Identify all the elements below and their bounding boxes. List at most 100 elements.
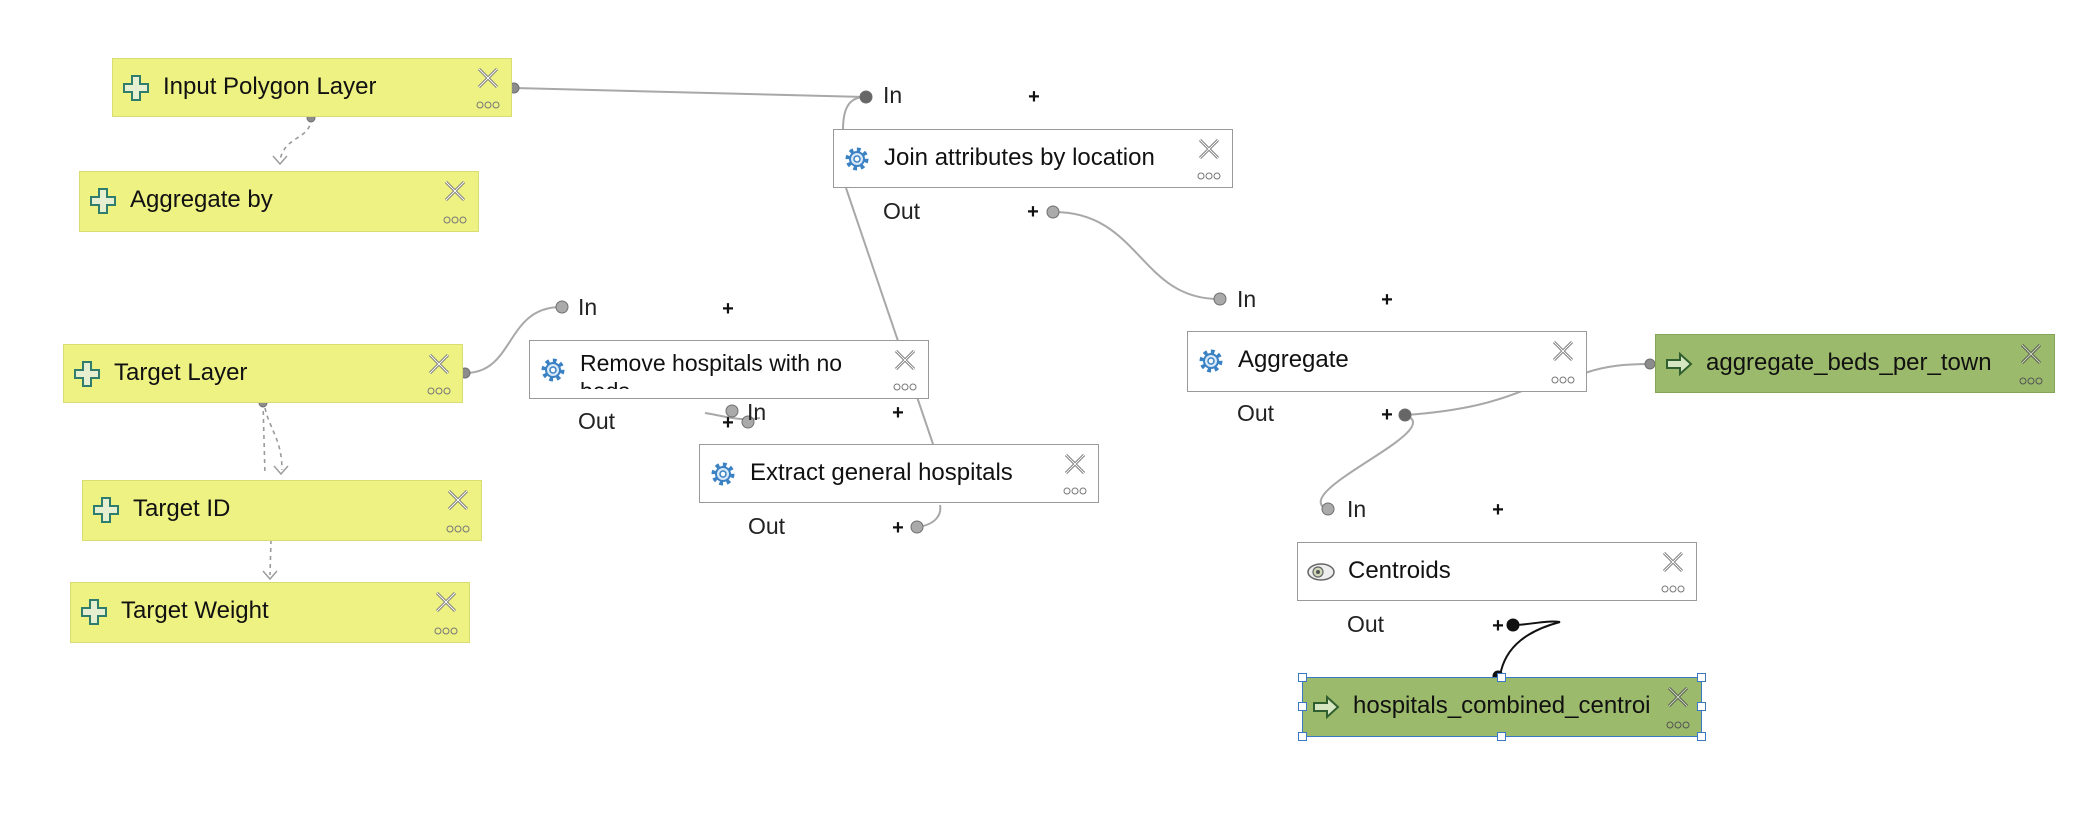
remove-in-add-button[interactable]: + (722, 298, 734, 320)
more-icon[interactable] (1062, 486, 1088, 496)
target-layer-node[interactable]: Target Layer (63, 344, 463, 403)
more-icon[interactable] (442, 215, 468, 225)
resize-handle-bottom-right[interactable] (1697, 732, 1706, 741)
input-polygon-layer-node[interactable]: Input Polygon Layer (112, 58, 512, 117)
target-id-node[interactable]: Target ID (82, 480, 482, 541)
join-attributes-node[interactable]: Join attributes by location (833, 129, 1233, 188)
dep-arrow-1 (272, 155, 288, 166)
close-icon[interactable] (442, 178, 468, 204)
resize-handle-top[interactable] (1497, 673, 1506, 682)
port-join-in (859, 90, 873, 104)
plus-cross-icon (123, 75, 149, 101)
more-icon[interactable] (892, 382, 918, 392)
link-aggregate-out-curve (1404, 389, 1526, 416)
resize-handle-left[interactable] (1298, 702, 1307, 711)
gear-icon (541, 358, 565, 382)
gear-icon (1199, 349, 1223, 373)
close-icon[interactable] (433, 589, 459, 615)
port-output-in (1644, 358, 1656, 370)
remove-hospitals-node[interactable]: Remove hospitals with no beds (529, 340, 929, 399)
port-centroids-in (1321, 502, 1335, 516)
close-icon[interactable] (445, 487, 471, 513)
centroids-in-add-button[interactable]: + (1492, 499, 1504, 521)
more-icon[interactable] (1660, 584, 1686, 594)
arrow-right-icon (1666, 351, 1693, 377)
dep-input-to-aggregate-by (279, 117, 312, 161)
close-icon[interactable] (892, 347, 918, 373)
port-remove-in (555, 300, 569, 314)
extract-in-add-button[interactable]: + (892, 402, 904, 424)
close-icon[interactable] (1665, 684, 1691, 710)
more-icon[interactable] (1665, 720, 1691, 730)
aggregate-node[interactable]: Aggregate (1187, 331, 1587, 392)
join-out-label: Out (883, 198, 921, 224)
aggregate-by-node[interactable]: Aggregate by (79, 171, 479, 232)
link-input-to-join (514, 87, 866, 98)
extract-general-hospitals-node[interactable]: Extract general hospitals (699, 444, 1099, 503)
resize-handle-right[interactable] (1697, 702, 1706, 711)
centroids-in-label: In (1347, 496, 1367, 522)
node-label: Target Layer (114, 359, 248, 386)
centroids-node[interactable]: Centroids (1297, 542, 1697, 601)
close-icon[interactable] (426, 351, 452, 377)
more-icon[interactable] (433, 626, 459, 636)
resize-handle-bottom-left[interactable] (1298, 732, 1307, 741)
node-label: Target ID (133, 495, 231, 522)
link-join-in-stub (842, 96, 866, 131)
port-join-out (1046, 205, 1060, 219)
close-icon[interactable] (1062, 451, 1088, 477)
plus-cross-icon (90, 188, 116, 214)
aggregate-in-label: In (1237, 286, 1257, 312)
gear-icon (845, 147, 869, 171)
remove-out-add-button[interactable]: + (722, 412, 734, 434)
link-join-out-to-aggregate (1053, 211, 1221, 301)
node-label: Aggregate (1238, 346, 1349, 373)
dep-target-to-target-id-2 (264, 407, 283, 471)
link-aggregate-to-output (1584, 363, 1651, 374)
more-icon[interactable] (1550, 375, 1576, 385)
aggregate-out-add-button[interactable]: + (1381, 404, 1393, 426)
close-icon[interactable] (1660, 549, 1686, 575)
join-in-label: In (883, 82, 903, 108)
aggregate-out-label: Out (1237, 400, 1275, 426)
close-icon[interactable] (1196, 136, 1222, 162)
more-icon[interactable] (475, 100, 501, 110)
node-label: Aggregate by (130, 186, 273, 213)
join-in-add-button[interactable]: + (1028, 86, 1040, 108)
resize-handle-top-left[interactable] (1298, 673, 1307, 682)
dep-arrow-3 (262, 570, 278, 581)
remove-in-label: In (578, 294, 598, 320)
extract-in-label: In (747, 399, 767, 425)
port-aggregate-out (1398, 408, 1412, 422)
node-label: Join attributes by location (884, 144, 1155, 171)
close-icon[interactable] (2018, 341, 2044, 367)
node-label: hospitals_combined_centroi (1353, 692, 1651, 719)
dep-arrow-2 (273, 465, 289, 476)
centroids-out-label: Out (1347, 611, 1385, 637)
port-centroids-out (1506, 618, 1520, 632)
link-centroids-to-output (1499, 620, 1561, 677)
node-label: Input Polygon Layer (163, 73, 377, 100)
link-aggregate-to-centroids (1319, 414, 1415, 510)
more-icon[interactable] (445, 524, 471, 534)
dep-target-to-target-id (262, 402, 266, 476)
close-icon[interactable] (475, 65, 501, 91)
centroids-out-add-button[interactable]: + (1492, 615, 1504, 637)
port-extract-out (910, 520, 924, 534)
more-icon[interactable] (2018, 376, 2044, 386)
more-icon[interactable] (426, 386, 452, 396)
close-icon[interactable] (1550, 338, 1576, 364)
target-weight-node[interactable]: Target Weight (70, 582, 470, 643)
aggregate-in-add-button[interactable]: + (1381, 289, 1393, 311)
hospitals-combined-centroids-output[interactable]: hospitals_combined_centroi (1302, 677, 1702, 737)
extract-out-add-button[interactable]: + (892, 517, 904, 539)
resize-handle-bottom[interactable] (1497, 732, 1506, 741)
node-label: Extract general hospitals (750, 459, 1013, 486)
more-icon[interactable] (1196, 171, 1222, 181)
resize-handle-top-right[interactable] (1697, 673, 1706, 682)
aggregate-beds-per-town-output[interactable]: aggregate_beds_per_town (1655, 334, 2055, 393)
port-aggregate-in (1213, 292, 1227, 306)
join-out-add-button[interactable]: + (1027, 201, 1039, 223)
